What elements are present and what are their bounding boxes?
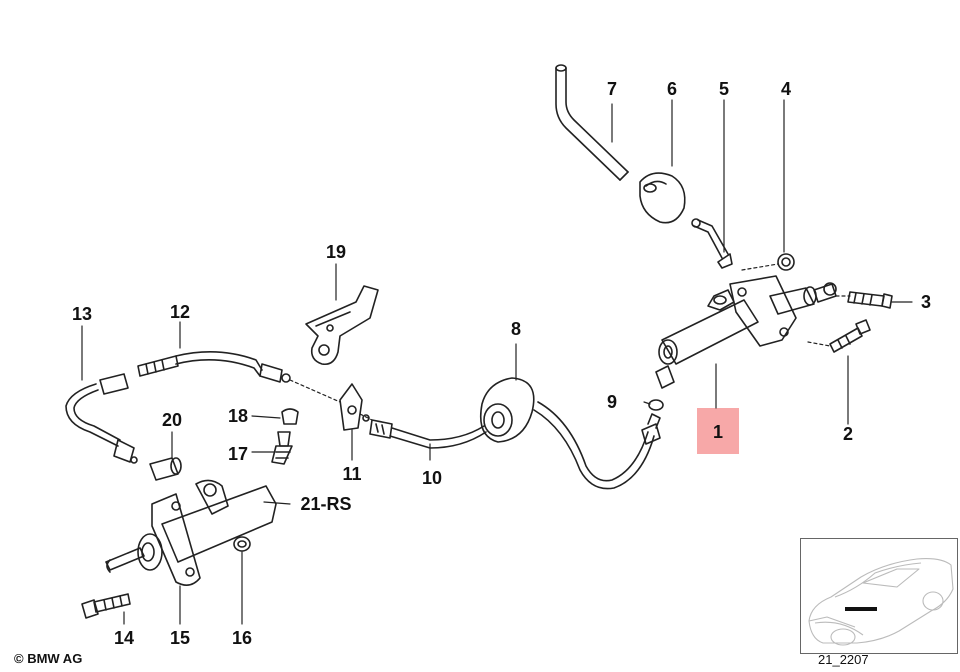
part-5-connector (691, 218, 733, 269)
callout-13[interactable]: 13 (71, 304, 93, 324)
part-16-nut (233, 536, 251, 552)
part-10-pipe (362, 414, 487, 449)
callout-12[interactable]: 12 (169, 302, 191, 322)
part-17-screw (271, 431, 293, 465)
leader-lines (81, 99, 913, 625)
part-13-pipe (65, 373, 138, 464)
part-14-bolt (81, 593, 131, 619)
part-8-grommet (479, 377, 535, 443)
callout-17[interactable]: 17 (227, 444, 249, 464)
callout-2[interactable]: 2 (842, 424, 854, 444)
callout-19[interactable]: 19 (325, 242, 347, 262)
callout-1[interactable]: 1 (712, 422, 724, 442)
callout-21-rs[interactable]: 21-RS (300, 494, 352, 514)
pipe-main (533, 401, 661, 490)
part-7-hose (555, 64, 629, 181)
callout-11[interactable]: 11 (342, 464, 362, 484)
vehicle-locator-inset (800, 538, 958, 654)
part-19-bracket (305, 285, 379, 366)
copyright-label: © BMW AG (14, 651, 83, 666)
part-18-cap (281, 408, 299, 425)
callout-7[interactable]: 7 (606, 79, 618, 99)
part-3-bolt (847, 291, 893, 309)
highlight-box-part-1 (697, 408, 739, 454)
part-12-hose (137, 351, 291, 383)
part-20-cap (149, 457, 182, 481)
callout-18[interactable]: 18 (227, 406, 249, 426)
callout-16[interactable]: 16 (231, 628, 253, 648)
callout-8[interactable]: 8 (510, 319, 522, 339)
callout-5[interactable]: 5 (718, 79, 730, 99)
dashed-connections (289, 263, 851, 421)
callout-6[interactable]: 6 (666, 79, 678, 99)
callout-20[interactable]: 20 (161, 410, 183, 430)
callout-15[interactable]: 15 (169, 628, 191, 648)
callout-14[interactable]: 14 (113, 628, 135, 648)
location-marker (845, 607, 877, 611)
part-21-slave-cylinder (105, 479, 277, 586)
callout-4[interactable]: 4 (780, 79, 792, 99)
callout-3[interactable]: 3 (920, 292, 932, 312)
part-9-oring (648, 399, 664, 411)
car-outline-icon (808, 558, 954, 646)
part-2-bolt (829, 319, 871, 353)
part-6-cap (639, 172, 686, 224)
callout-10[interactable]: 10 (421, 468, 443, 488)
part-4-ring (777, 253, 795, 271)
part-11-clip (339, 383, 363, 431)
part-1-master-cylinder (655, 275, 837, 389)
diagram-code: 21_2207 (818, 652, 869, 667)
callout-9[interactable]: 9 (606, 392, 618, 412)
